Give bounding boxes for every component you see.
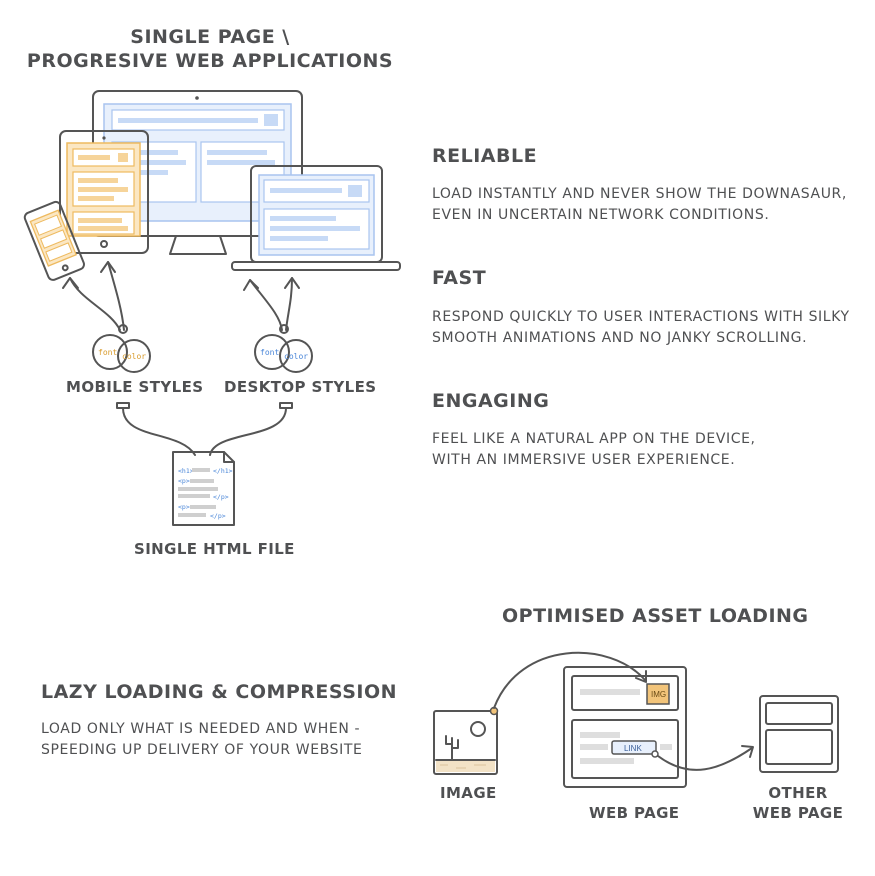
- single-html-file-label: SINGLE HTML FILE: [134, 540, 295, 558]
- image-icon: [433, 710, 498, 775]
- diagram-title-line2: PROGRESIVE WEB APPLICATIONS: [26, 50, 394, 72]
- lazy-loading-desc-1: LOAD ONLY WHAT IS NEEDED AND WHEN -: [41, 721, 361, 737]
- feature-title-fast: FAST: [432, 267, 487, 289]
- link-tag: LINK: [624, 744, 642, 753]
- feature-desc-engaging-2: WITH AN IMMERSIVE USER EXPERIENCE.: [432, 452, 736, 468]
- feature-desc-engaging-1: FEEL LIKE A NATURAL APP ON THE DEVICE,: [432, 431, 756, 447]
- image-label: IMAGE: [440, 784, 497, 802]
- other-web-page-icon: [759, 695, 839, 773]
- style-arrows: [62, 261, 300, 331]
- desktop-font-tag: font: [260, 348, 279, 357]
- diagram-title-line1: SINGLE PAGE \: [130, 26, 290, 48]
- feature-desc-reliable-2: EVEN IN UNCERTAIN NETWORK CONDITIONS.: [432, 207, 770, 223]
- asset-loading-title: OPTIMISED ASSET LOADING: [502, 605, 809, 627]
- tag-p-close-1: </p>: [213, 493, 229, 501]
- feature-desc-fast-1: RESPOND QUICKLY TO USER INTERACTIONS WIT…: [432, 309, 850, 325]
- other-web-page-label-1: OTHER: [768, 784, 828, 802]
- tag-p-close-2: </p>: [210, 512, 226, 520]
- phone-icon: [23, 200, 85, 281]
- web-page-label: WEB PAGE: [589, 804, 680, 822]
- mobile-font-tag: font: [98, 348, 117, 357]
- image-to-page-arrow: [489, 651, 647, 716]
- mobile-styles-label: MOBILE STYLES: [66, 378, 204, 396]
- html-connectors: [116, 402, 293, 456]
- other-web-page-label-2: WEB PAGE: [752, 804, 844, 822]
- web-page-icon: IMG LINK: [563, 666, 687, 788]
- mobile-style-bubbles: font color: [92, 324, 151, 373]
- tablet-icon: [59, 130, 149, 254]
- tag-h1-close: </h1>: [213, 467, 233, 475]
- desktop-color-tag: color: [284, 352, 308, 361]
- tag-p-open-1: <p>: [178, 477, 190, 485]
- link-to-other-arrow: [651, 745, 754, 771]
- tag-h1-open: <h1>: [178, 467, 194, 475]
- html-file-icon: <h1> </h1> <p> </p> <p> </p>: [172, 451, 235, 526]
- feature-title-reliable: RELIABLE: [432, 145, 538, 167]
- feature-desc-reliable-1: LOAD INSTANTLY AND NEVER SHOW THE DOWNAS…: [432, 186, 847, 202]
- mobile-color-tag: color: [122, 352, 146, 361]
- desktop-style-bubbles: font color: [254, 324, 313, 373]
- laptop-icon: [231, 165, 401, 271]
- img-tag: IMG: [651, 690, 666, 699]
- tag-p-open-2: <p>: [178, 503, 190, 511]
- feature-title-engaging: ENGAGING: [432, 390, 550, 412]
- feature-desc-fast-2: SMOOTH ANIMATIONS AND NO JANKY SCROLLING…: [432, 330, 808, 346]
- desktop-styles-label: DESKTOP STYLES: [224, 378, 377, 396]
- lazy-loading-title: LAZY LOADING & COMPRESSION: [41, 681, 398, 703]
- lazy-loading-desc-2: SPEEDING UP DELIVERY OF YOUR WEBSITE: [41, 742, 363, 758]
